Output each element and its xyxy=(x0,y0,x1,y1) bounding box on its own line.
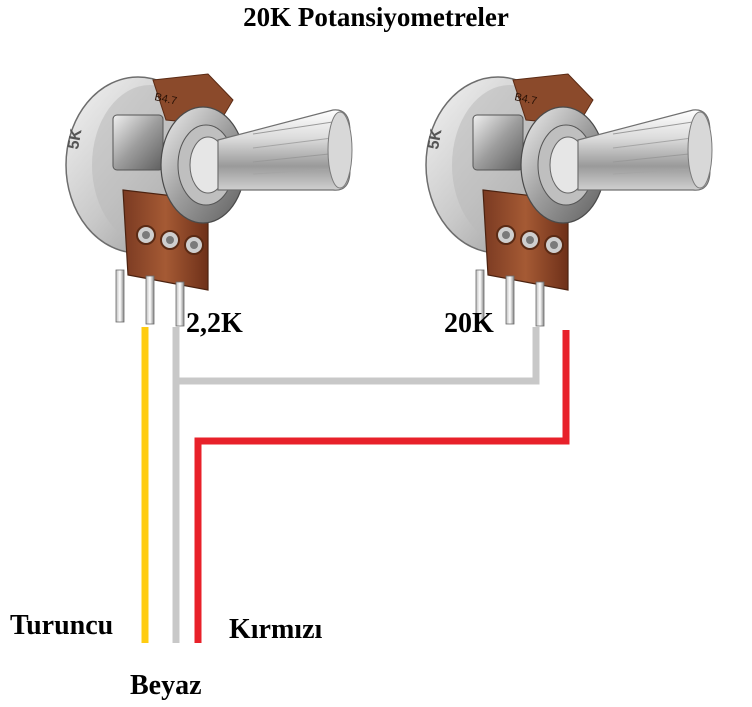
pot-right-value-label: 20K xyxy=(444,308,494,339)
pot-left-body-text: B4.7 xyxy=(153,91,178,107)
white-wire-label: Beyaz xyxy=(130,670,202,701)
pot-left-side-text: 5K xyxy=(65,127,85,151)
red-wire xyxy=(194,330,570,643)
pot-right-body-text: B4.7 xyxy=(513,91,538,107)
pot-right-side-text: 5K xyxy=(425,127,445,151)
pot-left-value-label: 2,2K xyxy=(186,308,243,339)
potentiometer-2-2k: B4.7 5K xyxy=(65,73,353,327)
red-wire-label: Kırmızı xyxy=(229,614,323,645)
orange-wire-label: Turuncu xyxy=(10,610,114,641)
diagram-title: 20K Potansiyometreler xyxy=(243,2,509,32)
white-wire xyxy=(172,327,540,385)
potentiometer-20k: B4.7 5K xyxy=(425,73,713,327)
